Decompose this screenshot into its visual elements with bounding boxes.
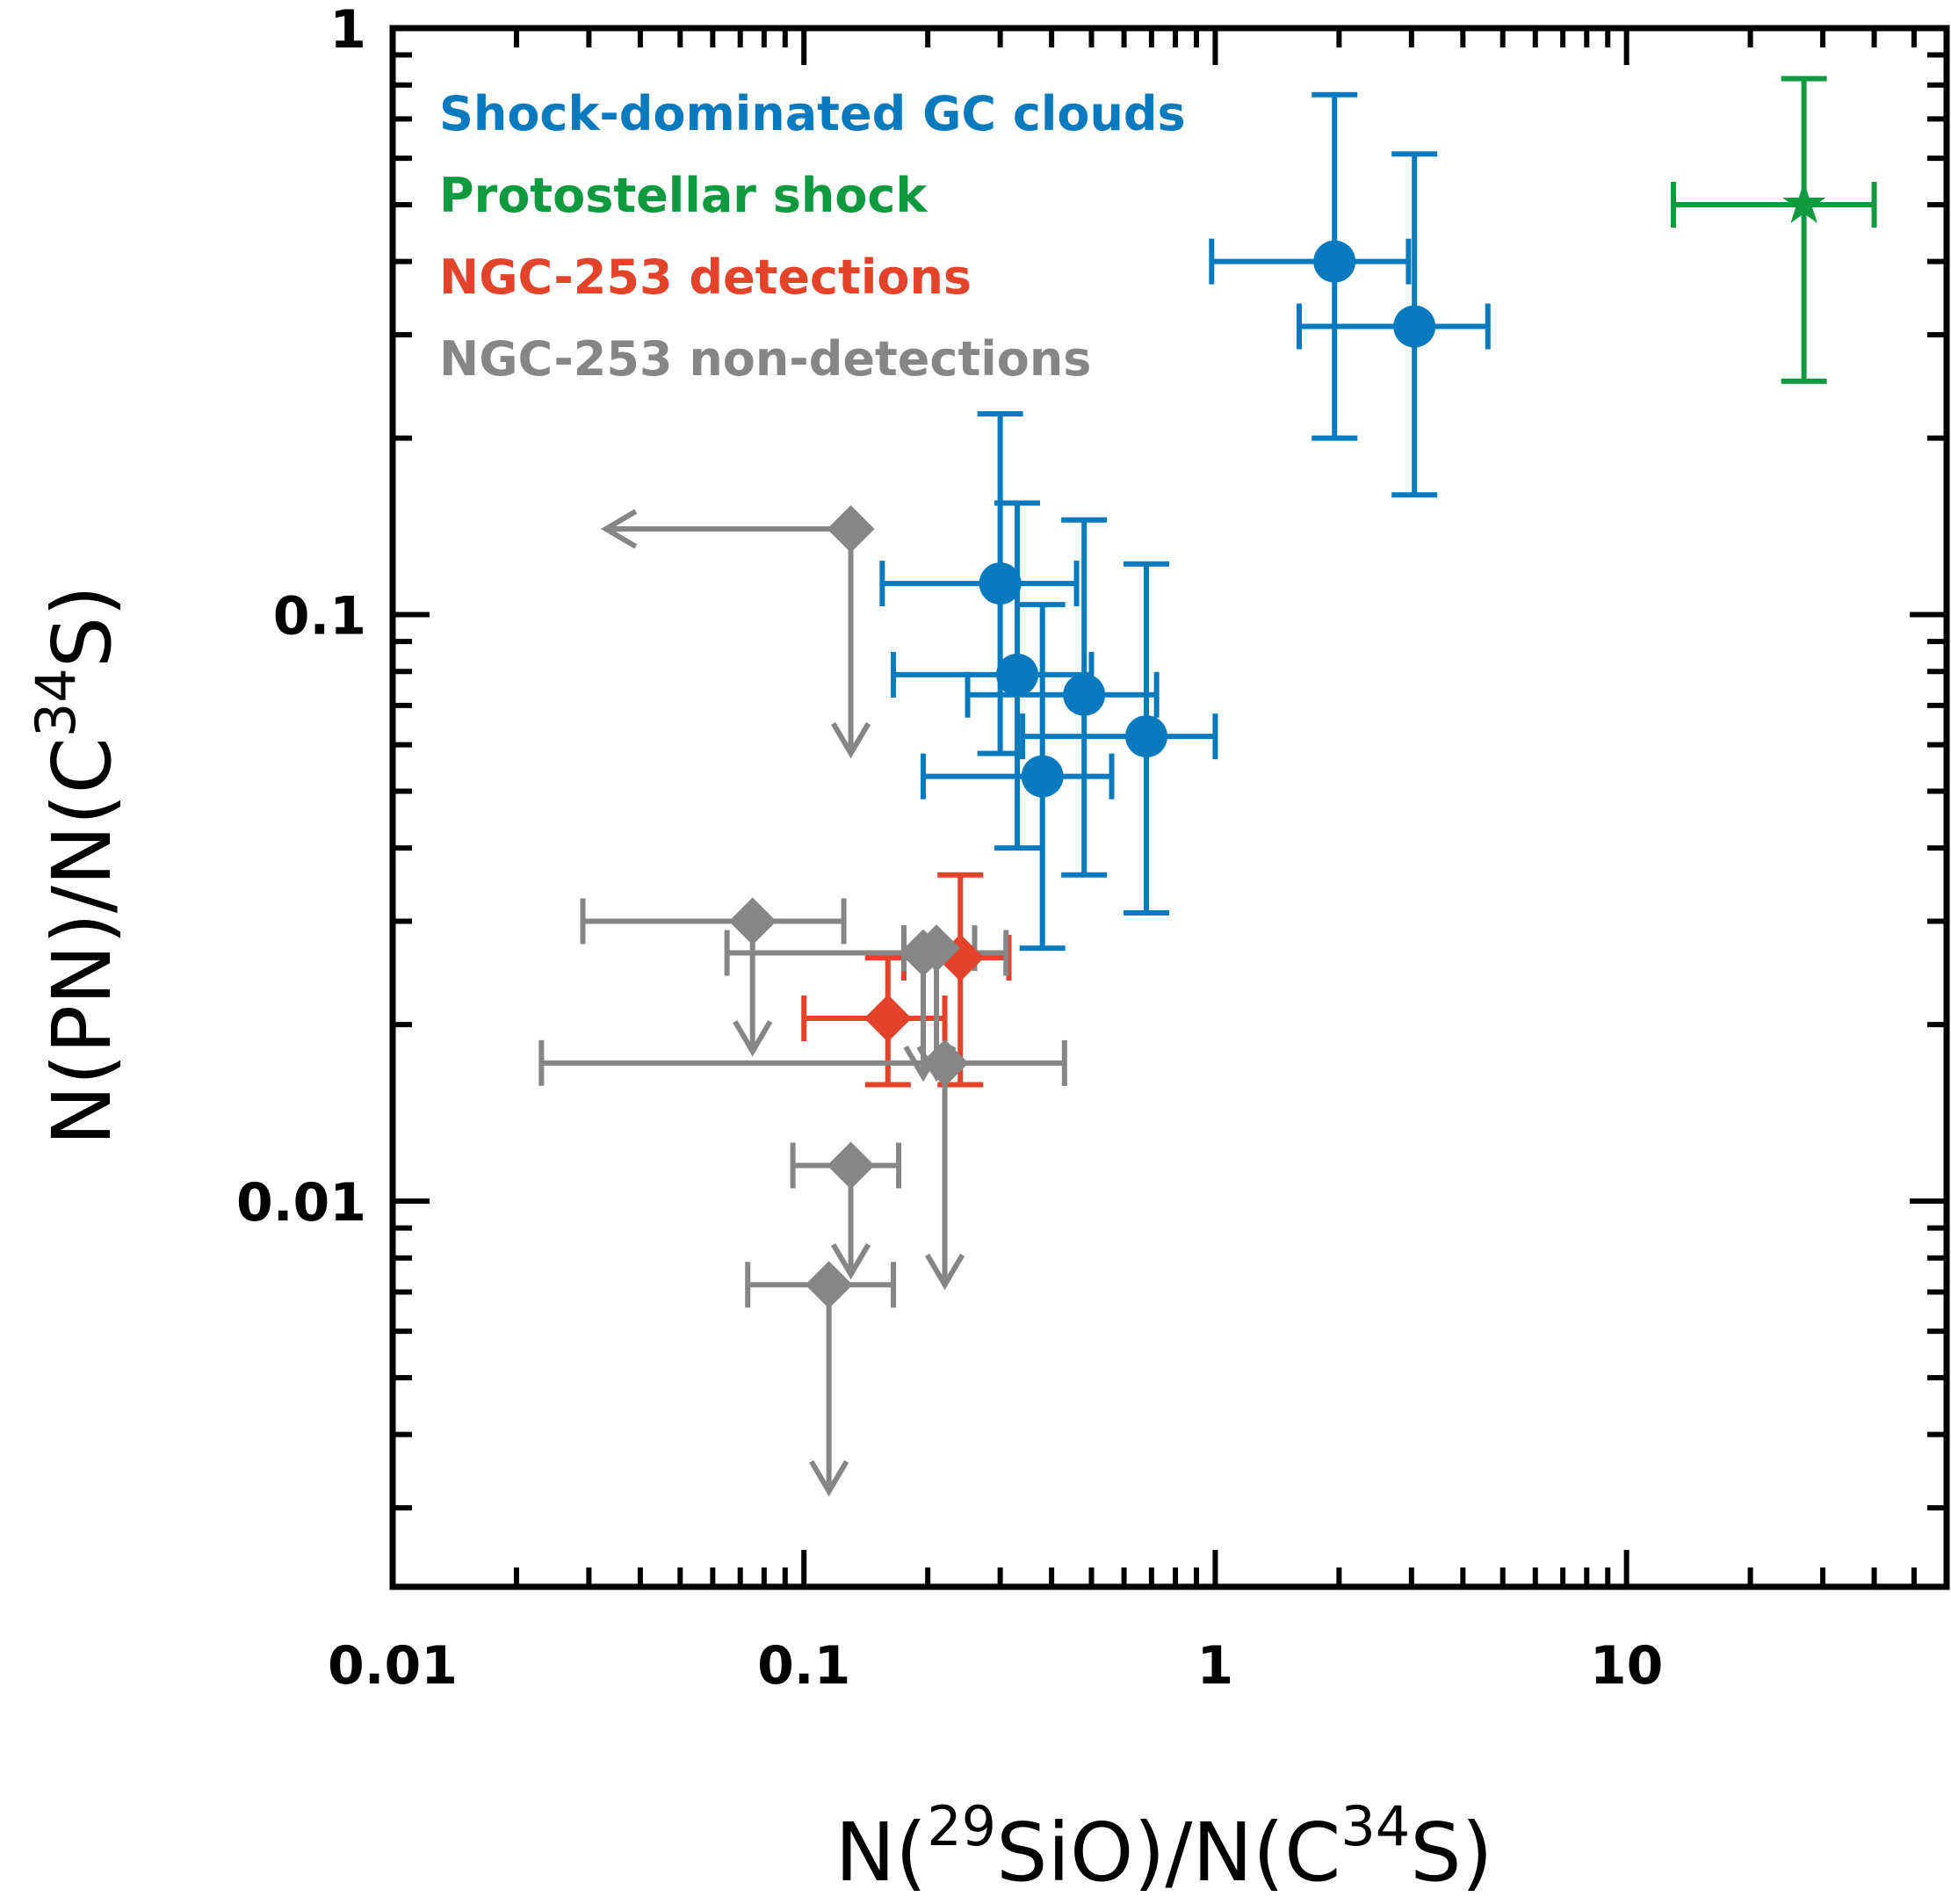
y-tick-label: 0.1 xyxy=(273,586,366,648)
x-tick-label: 1 xyxy=(1197,1635,1234,1697)
axis-tick-labels: 0.01 0.1 1 10 0.01 0.1 1 xyxy=(236,0,1663,1697)
legend-entry: Protostellar shock xyxy=(439,168,928,223)
data-point xyxy=(1313,240,1356,283)
x-axis-label: N(29SiO)/N(C34S) xyxy=(835,1794,1492,1900)
upper-limit-arrowhead xyxy=(733,1020,773,1057)
data-point xyxy=(827,1141,875,1190)
data-point xyxy=(1125,715,1168,758)
data-point xyxy=(1393,305,1436,348)
x-tick-label: 0.01 xyxy=(328,1635,458,1697)
data-point xyxy=(913,924,961,973)
data-point xyxy=(1781,181,1826,223)
legend-entry: NGC-253 non-detections xyxy=(439,331,1091,387)
y-axis-label: N(PN)/N(C34S) xyxy=(24,585,129,1146)
data-point xyxy=(827,504,875,553)
x-tick-label: 0.1 xyxy=(757,1635,850,1697)
legend-entry: NGC-253 detections xyxy=(439,250,972,305)
data-point xyxy=(1063,673,1106,716)
y-tick-label: 1 xyxy=(329,0,366,61)
data-point xyxy=(863,994,912,1042)
data-point xyxy=(1021,755,1064,798)
upper-limit-arrowhead xyxy=(830,1242,871,1280)
y-tick-label: 0.01 xyxy=(236,1172,366,1234)
data-point xyxy=(979,562,1022,605)
data-point xyxy=(995,653,1038,696)
plot-frame xyxy=(389,25,1950,1590)
upper-limit-arrowhead xyxy=(809,1459,849,1497)
data-marks xyxy=(538,76,1877,1497)
legend-entry: Shock-dominated GC clouds xyxy=(439,86,1186,141)
upper-limit-arrowhead xyxy=(830,721,871,759)
data-point xyxy=(728,897,777,945)
upper-limit-arrowhead xyxy=(600,509,638,549)
data-point xyxy=(805,1261,853,1309)
axis-ticks xyxy=(390,25,1949,1587)
upper-limit-arrowhead xyxy=(924,1253,965,1291)
data-point xyxy=(921,1039,969,1087)
x-tick-label: 10 xyxy=(1590,1635,1664,1697)
